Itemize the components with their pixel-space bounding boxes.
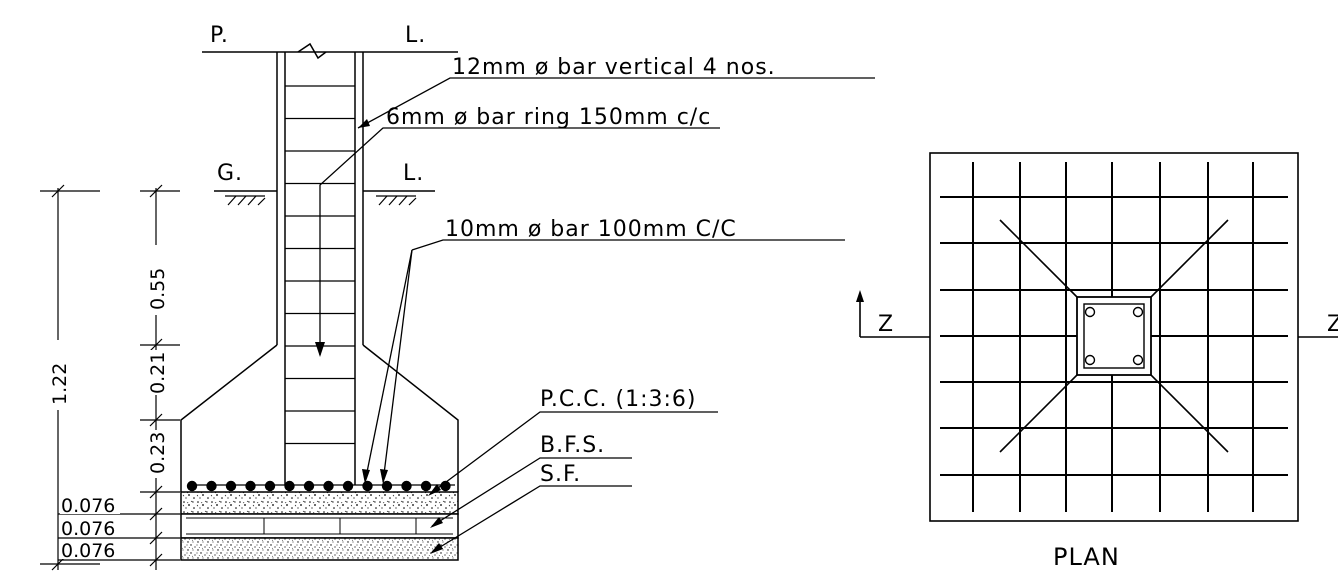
sf-layer: [180, 537, 459, 561]
bar-dot: [323, 480, 334, 492]
base-bars: [186, 480, 451, 492]
leader-bfs: [431, 457, 632, 527]
bar-dot: [303, 480, 315, 492]
brick-joints: [263, 518, 417, 534]
footing-plan: [856, 152, 1338, 522]
section-mark-left: [856, 290, 930, 338]
section-mark-left-label: Z: [878, 312, 894, 337]
plan-diagonals: [999, 219, 1229, 453]
leader-ring: [319, 127, 720, 355]
dim-layer-pcc: 0.076: [61, 495, 115, 517]
callout-base-bars: 10mm ø bar 100mm C/C: [445, 217, 737, 242]
dim-col-below-gl: 0.55: [147, 268, 169, 310]
bar-dot: [186, 480, 198, 492]
footing-taper-left: [180, 344, 278, 492]
leader-base-bars: [411, 239, 845, 251]
leader-sf: [431, 485, 632, 553]
plan-title: PLAN: [1053, 543, 1120, 571]
ground-hatch-left: [225, 195, 266, 206]
break-symbol: [297, 42, 327, 60]
dim-taper: 0.21: [147, 352, 169, 394]
column-outline: [276, 52, 364, 485]
bar-dot: [245, 480, 256, 492]
bar-dot: [381, 480, 393, 492]
callout-sf: S.F.: [540, 462, 581, 487]
leader-vertical-bars: [357, 77, 875, 129]
footing-taper-right: [362, 344, 459, 492]
callout-ring: 6mm ø bar ring 150mm c/c: [386, 105, 711, 130]
leader-pcc: [429, 411, 718, 495]
pcc-layer: [180, 491, 459, 515]
bar-dot: [342, 480, 354, 492]
dim-total-depth: 1.22: [49, 363, 71, 405]
bar-dot: [206, 480, 217, 492]
bar-dot: [264, 480, 276, 492]
callout-vertical-bars: 12mm ø bar vertical 4 nos.: [452, 55, 776, 80]
plinth-label-l: L.: [405, 23, 426, 48]
dim-base-step: 0.23: [147, 432, 169, 474]
callout-bfs: B.F.S.: [540, 433, 605, 458]
plan-column-inner: [1083, 303, 1145, 369]
bar-dot: [401, 480, 412, 492]
section-mark-right-label: Z: [1327, 312, 1338, 337]
bar-dot: [225, 480, 237, 492]
ground-hatch-right: [376, 195, 417, 206]
dim-layer-sf: 0.076: [61, 540, 115, 562]
leaders: [315, 77, 875, 554]
bar-dot: [284, 480, 295, 492]
ground-label-l: L.: [403, 161, 424, 186]
bar-dot: [440, 480, 451, 492]
bar-dot: [362, 480, 373, 492]
plinth-label-p: P.: [210, 23, 229, 48]
ground-label-g: G.: [217, 161, 243, 186]
plan-vertical-bars: [1084, 306, 1144, 366]
callout-pcc: P.C.C. (1:3:6): [540, 387, 697, 412]
bar-dot: [420, 480, 432, 492]
dim-layer-bfs: 0.076: [61, 518, 115, 540]
